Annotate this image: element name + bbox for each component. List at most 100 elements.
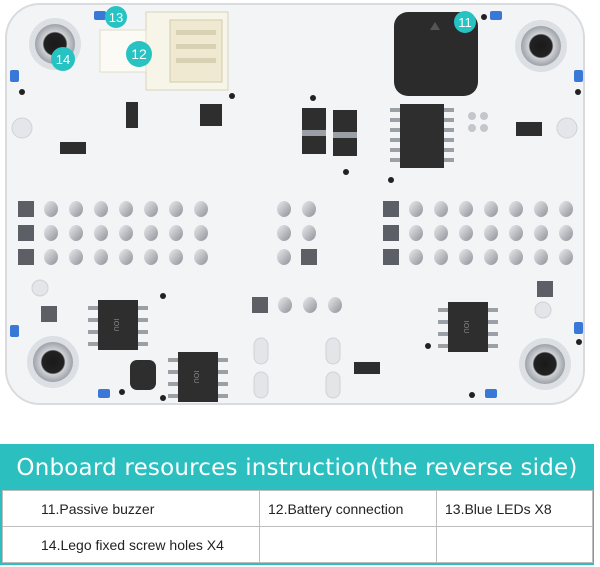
callout-14: 14 — [51, 47, 75, 71]
resources-table: Onboard resources instruction(the revers… — [0, 444, 594, 565]
solder-pad — [69, 249, 83, 265]
solder-pad — [194, 249, 208, 265]
callout-11: 11 — [454, 11, 476, 33]
solder-pad — [94, 201, 108, 217]
solder-pad — [409, 201, 423, 217]
solder-pad — [459, 201, 473, 217]
table-cell — [259, 526, 437, 563]
solder-pad — [303, 297, 317, 313]
solder-pad — [119, 201, 133, 217]
solder-pad — [409, 225, 423, 241]
solder-pad — [383, 225, 399, 241]
ic-driver-right — [438, 302, 498, 352]
led-1 — [94, 11, 106, 20]
solder-pad — [434, 249, 448, 265]
solder-pad — [277, 201, 291, 217]
solder-pad — [559, 225, 573, 241]
solder-pad — [194, 225, 208, 241]
svg-text:14: 14 — [56, 52, 70, 67]
solder-pad — [69, 201, 83, 217]
svg-text:12: 12 — [131, 46, 147, 62]
ic-driver-bottom — [168, 352, 228, 402]
solder-pad — [18, 225, 34, 241]
solder-pad — [169, 249, 183, 265]
solder-pad — [94, 249, 108, 265]
table-title: Onboard resources instruction(the revers… — [2, 446, 592, 490]
solder-pad — [18, 249, 34, 265]
solder-pad — [277, 249, 291, 265]
solder-pad — [119, 249, 133, 265]
table-row: 11.Passive buzzer 12.Battery connection … — [2, 490, 593, 527]
solder-pad — [169, 225, 183, 241]
solder-pad — [44, 201, 58, 217]
solder-pad — [459, 249, 473, 265]
solder-pad — [41, 306, 57, 322]
table-cell: 13.Blue LEDs X8 — [436, 490, 593, 527]
solder-pad — [534, 249, 548, 265]
solder-pad — [509, 249, 523, 265]
solder-pad — [169, 201, 183, 217]
solder-pad — [509, 225, 523, 241]
passive-buzzer — [394, 12, 487, 96]
svg-text:11: 11 — [458, 15, 472, 30]
blue-leds — [10, 11, 583, 398]
solder-pad — [459, 225, 473, 241]
solder-pad — [509, 201, 523, 217]
led-7 — [98, 389, 110, 398]
table-cell — [436, 526, 593, 563]
solder-pad — [302, 225, 316, 241]
solder-pad — [144, 201, 158, 217]
led-4 — [574, 70, 583, 82]
solder-pad — [383, 201, 399, 217]
pad-grid-center — [41, 201, 553, 322]
solder-pad — [301, 249, 317, 265]
led-3 — [10, 70, 19, 82]
led-2 — [490, 11, 502, 20]
solder-pad — [144, 225, 158, 241]
led-8 — [485, 389, 497, 398]
callout-13: 13 — [105, 6, 127, 28]
board-diagram: IOU IOU IOU 11 12 13 14 — [5, 3, 585, 405]
solder-pad — [534, 225, 548, 241]
solder-pad — [559, 201, 573, 217]
solder-pad — [44, 225, 58, 241]
solder-pad — [484, 225, 498, 241]
solder-pad — [434, 225, 448, 241]
table-cell: 11.Passive buzzer — [2, 490, 260, 527]
table-row: 14.Lego fixed screw holes X4 — [2, 526, 593, 563]
svg-text:13: 13 — [109, 10, 123, 25]
chip-marking-1: IOU — [112, 319, 120, 332]
led-6 — [574, 322, 583, 334]
solder-pad — [194, 201, 208, 217]
led-5 — [10, 325, 19, 337]
solder-pad — [278, 297, 292, 313]
solder-pad — [484, 201, 498, 217]
callout-12: 12 — [126, 41, 152, 67]
solder-pad — [537, 281, 553, 297]
chip-marking-2: IOU — [462, 321, 470, 334]
chip-marking-3: IOU — [192, 371, 200, 384]
solder-pad — [302, 201, 316, 217]
solder-pad — [44, 249, 58, 265]
solder-pad — [18, 201, 34, 217]
resources-grid: 11.Passive buzzer 12.Battery connection … — [2, 490, 593, 563]
solder-pad — [328, 297, 342, 313]
solder-pad — [277, 225, 291, 241]
solder-pad — [559, 249, 573, 265]
solder-pad — [484, 249, 498, 265]
battery-connector — [99, 11, 229, 91]
ic-mcu — [400, 104, 444, 168]
solder-pad — [144, 249, 158, 265]
solder-pad — [69, 225, 83, 241]
pad-grid-right — [383, 201, 573, 265]
table-cell: 14.Lego fixed screw holes X4 — [2, 526, 260, 563]
solder-pad — [409, 249, 423, 265]
solder-pad — [383, 249, 399, 265]
solder-pad — [119, 225, 133, 241]
solder-pad — [534, 201, 548, 217]
table-cell: 12.Battery connection — [259, 490, 437, 527]
solder-pad — [94, 225, 108, 241]
pad-grid-left — [18, 201, 208, 265]
solder-pad — [434, 201, 448, 217]
ic-driver-left — [88, 300, 148, 350]
